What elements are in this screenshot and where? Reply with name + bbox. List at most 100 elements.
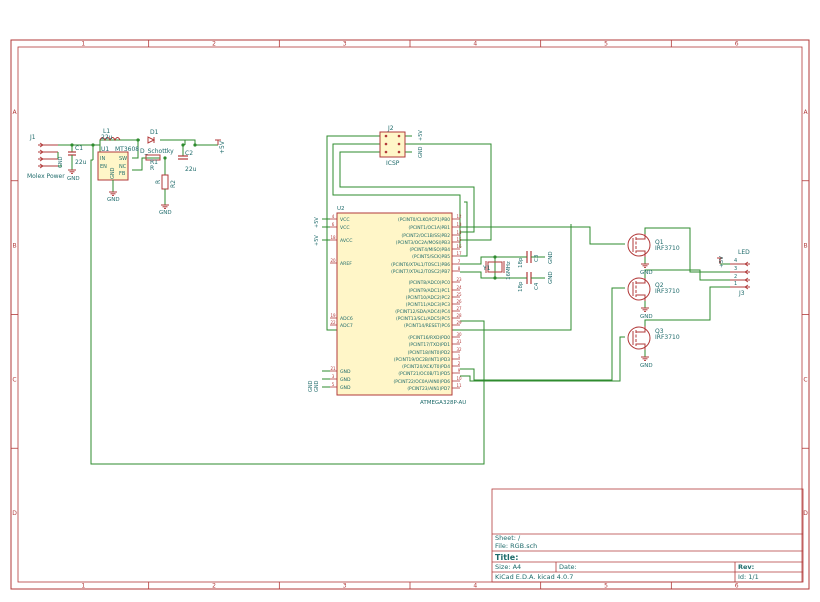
mcu-right-pin-number: 2 xyxy=(458,361,461,366)
mcu-right-pin-name: (PCINT10/ADC2)PC2 xyxy=(406,295,450,301)
frame-col-label-top: 6 xyxy=(735,41,739,48)
j1-value: Molex Power xyxy=(27,173,65,180)
mcu-right-pin-number: 32 xyxy=(456,347,462,352)
j1-gnd-label: GND xyxy=(58,156,64,168)
mcu-right-pin-number: 8 xyxy=(458,266,461,271)
q3-gnd-label: GND xyxy=(640,363,653,369)
c1-value: 22u xyxy=(75,159,87,166)
u2-ref: U2 xyxy=(337,206,345,212)
mcu-right-pin-number: 28 xyxy=(456,313,462,318)
r1-resistor: R1 R xyxy=(145,154,161,172)
mcu-right-pin-number: 31 xyxy=(456,339,462,344)
u1-pin-in: IN xyxy=(100,156,105,162)
j3-led-connector: LED J3 4 3 2 1 +5V xyxy=(717,249,750,297)
c1-gnd-label: GND xyxy=(67,176,80,182)
u1-pin-en: EN xyxy=(100,164,107,170)
mcu-right-pin-name: (PCINT18/INT0)PD2 xyxy=(408,350,451,356)
mcu-left-pin-number: 21 xyxy=(330,366,336,371)
u2-mcu: U2 ATMEGA328P-AU 4VCC6VCC18AVCC20AREF19A… xyxy=(308,206,466,406)
r2-value: R xyxy=(155,180,162,184)
c2-ref: C2 xyxy=(185,150,193,157)
frame-row-label-right: A xyxy=(803,109,808,116)
c3-capacitor: C3 18p GND xyxy=(518,251,554,268)
d1-diode: D1 D_Schottky xyxy=(140,129,174,155)
mcu-right-pin-number: 7 xyxy=(458,259,461,264)
mcu-right-pin-name: (PCINT12/SDA/ADC4)PC4 xyxy=(395,309,450,315)
mcu-right-pin-name: (PCINT16/RXD)PD0 xyxy=(408,335,450,341)
mcu-left-pin-number: 5 xyxy=(332,382,335,387)
j2-ref: J2 xyxy=(387,125,394,132)
u1-ref: U1 xyxy=(101,146,109,153)
d1-ref: D1 xyxy=(150,129,159,136)
mcu-left-pin-number: 22 xyxy=(330,320,336,325)
c4-ref: C4 xyxy=(534,282,540,290)
mcu-right-pin-number: 27 xyxy=(456,306,462,311)
frame-col-label-bottom: 4 xyxy=(473,583,477,590)
wire-junctions xyxy=(70,138,497,280)
frame-row-label-left: D xyxy=(12,510,17,517)
frame-row-label-right: B xyxy=(803,243,807,250)
q1-value: IRF3710 xyxy=(655,245,680,252)
mcu-right-pin-name: (PCINT22/OC0A/AIN0)PD6 xyxy=(394,379,451,385)
frame-row-label-left: B xyxy=(12,243,16,250)
c4-capacitor: C4 18p GND xyxy=(518,271,554,292)
y1-crystal: Y1 16MHz xyxy=(482,261,512,280)
frame-row-label-left: A xyxy=(12,109,17,116)
mcu-right-pin-number: 16 xyxy=(456,244,462,249)
mcu-right-pin-name: (PCINT7/XTAL2/TOSC2)PB7 xyxy=(391,269,450,275)
l1-value: 22u xyxy=(101,134,113,141)
q2-value: IRF3710 xyxy=(655,288,680,295)
mcu-right-pin-name: (PCINT17/TXD)PD1 xyxy=(409,342,451,348)
frame-row-label-left: C xyxy=(12,376,16,383)
j2-label: ICSP xyxy=(386,160,400,167)
j2-icsp-header: J2 ICSP +5V GND xyxy=(379,125,424,167)
frame-col-label-bottom: 1 xyxy=(81,583,85,590)
mcu-right-pin-name: (PCINT19/OC2B/INT1)PD3 xyxy=(394,357,450,363)
j1-ref: J1 xyxy=(29,134,36,141)
frame-row-label-right: C xyxy=(803,376,807,383)
mcu-left-pin-number: 3 xyxy=(332,374,335,379)
mcu-right-pin-number: 23 xyxy=(456,277,462,282)
frame-col-label-bottom: 6 xyxy=(735,583,739,590)
mcu-left-pin-name: GND xyxy=(340,377,351,383)
u2-gnd-label-2: GND xyxy=(308,380,314,392)
mcu-right-pin-name: (PCINT5/SCK)PB5 xyxy=(412,254,450,260)
mcu-right-pin-number: 25 xyxy=(456,292,462,297)
frame-col-label-top: 5 xyxy=(604,41,608,48)
mcu-left-pin-name: ADC7 xyxy=(340,323,353,329)
j3-ref: J3 xyxy=(738,290,745,297)
title-block-tool: KiCad E.D.A. kicad 4.0.7 xyxy=(495,573,573,581)
c4-value: 18p xyxy=(518,281,524,292)
l1-inductor: L1 22u xyxy=(99,128,121,142)
mcu-left-pin-name: AVCC xyxy=(340,238,352,244)
mcu-right-pin-name: (PCINT1/OC1A)PB1 xyxy=(409,225,451,231)
mcu-right-pin-name: (PCINT21/OC0B/T1)PD5 xyxy=(398,371,450,377)
mcu-left-pin-name: VCC xyxy=(340,217,350,223)
mcu-right-pin-name: (PCINT8/ADC0)PC0 xyxy=(409,280,451,286)
u1-pin-sw: SW xyxy=(119,156,127,162)
frame-col-label-top: 4 xyxy=(473,41,477,48)
wires xyxy=(58,135,730,465)
mcu-left-pin-name: AREF xyxy=(340,261,352,267)
c2-capacitor: C2 22u xyxy=(178,150,197,173)
mcu-right-pin-name: (PCINT6/XTAL1/TOSC1)PB6 xyxy=(391,262,450,268)
mcu-right-pin-name: (PCINT9/ADC1)PC1 xyxy=(409,288,451,294)
r1-ref: R1 xyxy=(150,159,158,166)
c3-value: 18p xyxy=(518,257,524,268)
r2-ref: R2 xyxy=(170,180,177,188)
c3-gnd-label: GND xyxy=(548,251,554,264)
u1-gnd-label: GND xyxy=(107,197,120,203)
c2-value: 22u xyxy=(185,166,197,173)
mcu-right-pin-number: 1 xyxy=(458,354,461,359)
mcu-right-pin-name: (PCINT23/AIN1)PD7 xyxy=(407,386,450,392)
frame-col-label-top: 2 xyxy=(212,41,216,48)
u1-pin-nc: NC xyxy=(119,164,127,170)
frame-col-label-bottom: 2 xyxy=(212,583,216,590)
title-block-date: Date: xyxy=(559,563,577,571)
mcu-right-pin-number: 9 xyxy=(458,368,461,373)
j3-pin-2: 2 xyxy=(734,274,737,280)
j3-pin-4: 4 xyxy=(734,258,737,264)
d1-value: D_Schottky xyxy=(140,148,174,155)
